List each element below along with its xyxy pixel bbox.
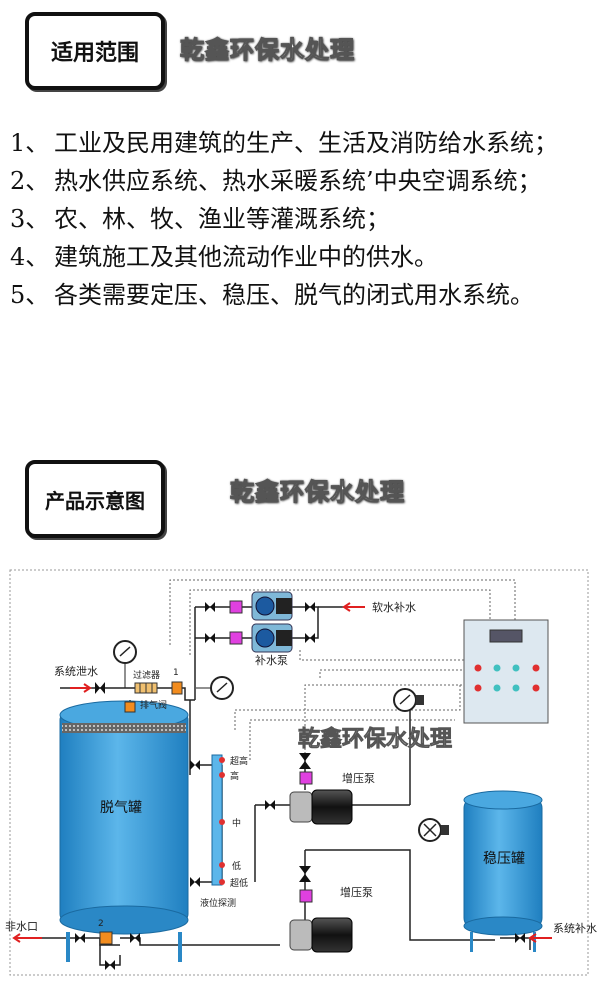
booster-pump-1-label: 增压泵: [342, 771, 375, 785]
valve-icon: [130, 933, 140, 943]
valve-icon: [515, 933, 525, 943]
soft-water-makeup-label: 软水补水: [372, 600, 416, 614]
arrow-left-icon: [528, 933, 552, 943]
list-item: 1、工业及民用建筑的生产、生活及消防给水系统；: [10, 129, 558, 157]
valve-icon: [190, 877, 200, 887]
section-tag-scope-label: 适用范围: [50, 41, 139, 66]
makeup-pump-label: 补水泵: [255, 654, 288, 667]
valve-icon: [95, 682, 105, 694]
list-item: 4、建筑施工及其他流动作业中的供水。: [10, 243, 438, 271]
filter-label: 过滤器: [133, 669, 160, 681]
diagram-boundary: [9, 569, 589, 976]
water-outlet-label: 非水口: [5, 920, 38, 933]
flow-switch-1: [171, 681, 183, 695]
arrow-left-icon: [12, 933, 42, 943]
section-tag-scope: 适用范围: [25, 12, 165, 90]
pressure-gauge-icon: [418, 818, 449, 842]
section-tag-diagram: 产品示意图: [25, 460, 165, 538]
watermark-top: 乾鑫环保水处理: [180, 36, 355, 65]
system-makeup-label: 系统补水: [553, 922, 597, 935]
svg-text:2: 2: [98, 919, 104, 929]
list-item: 5、各类需要定压、稳压、脱气的闭式用水系统。: [10, 281, 534, 309]
scope-list: 1、工业及民用建筑的生产、生活及消防给水系统； 2、热水供应系统、热水采暖系统’…: [10, 124, 595, 314]
pump-icon: [251, 591, 293, 621]
valve-icon: [75, 933, 85, 943]
stabilizer-tank: 稳压罐: [463, 790, 543, 952]
system-diagram: 脱气罐 排气阀 过滤器 1 系统泄水: [5, 569, 597, 976]
svg-text:高: 高: [230, 770, 239, 782]
svg-text:超低: 超低: [230, 877, 248, 889]
degas-tank-label: 脱气罐: [100, 800, 142, 816]
pressure-gauge-icon: [196, 676, 234, 700]
signal-lines: [169, 579, 516, 770]
level-probe-label: 液位探测: [200, 897, 236, 909]
pressure-gauge-icon: [393, 688, 424, 712]
system-drain-label: 系统泄水: [54, 665, 98, 678]
level-probe: 超高 高 中 低 超低 液位探测: [200, 754, 248, 909]
filter: 过滤器: [133, 669, 160, 694]
svg-text:中: 中: [232, 817, 241, 829]
section-tag-diagram-label: 产品示意图: [45, 488, 145, 513]
makeup-line-valves: [205, 600, 315, 645]
vent-valve: 排气阀: [124, 699, 167, 713]
watermark-middle: 乾鑫环保水处理: [230, 478, 405, 507]
arrow-left-icon: [342, 602, 365, 612]
stabilizer-tank-label: 稳压罐: [483, 851, 525, 867]
vent-valve-label: 排气阀: [140, 699, 167, 711]
flow-switch-2: [99, 931, 113, 945]
pump-icon: [289, 866, 353, 953]
svg-text:1: 1: [173, 668, 179, 678]
pump-icon: [251, 623, 293, 653]
degas-tank: 脱气罐: [59, 700, 189, 962]
watermark-diagram: 乾鑫环保水处理: [298, 726, 452, 752]
valve-icon: [105, 960, 115, 970]
svg-text:低: 低: [232, 860, 241, 872]
pressure-gauge-icon: [113, 640, 137, 688]
list-item: 2、热水供应系统、热水采暖系统’中央空调系统；: [10, 167, 542, 195]
arrow-right-icon: [70, 683, 92, 693]
valve-icon: [190, 760, 200, 770]
booster-pump-2-label: 增压泵: [340, 885, 373, 899]
control-panel-icon: [463, 619, 549, 724]
list-item: 3、农、林、牧、渔业等灌溉系统；: [10, 205, 390, 233]
pump-icon: [265, 753, 353, 825]
svg-text:超高: 超高: [230, 755, 248, 767]
